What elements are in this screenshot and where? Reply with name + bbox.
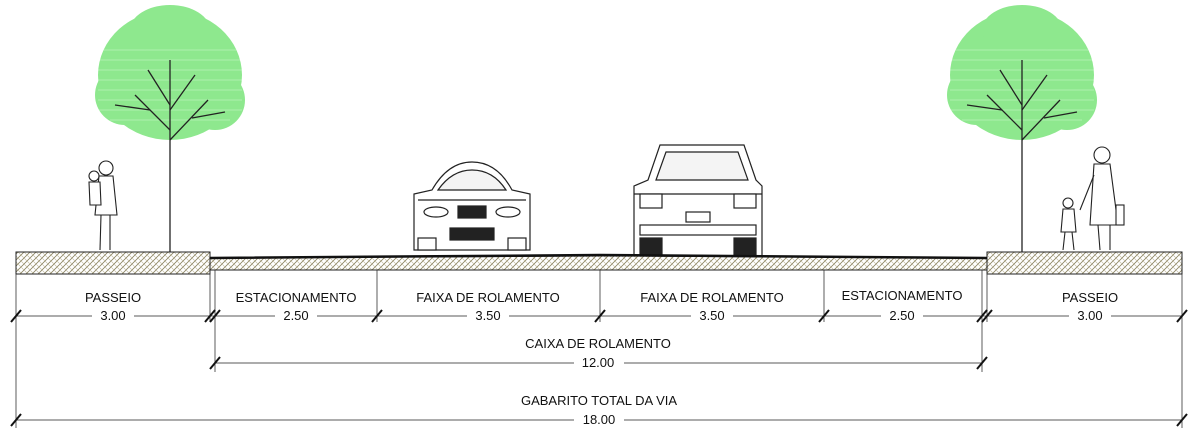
section-label-passeio-right: PASSEIO [1062,290,1118,305]
dimension-row-sections [10,308,1188,323]
section-value-passeio-left: 3.00 [100,308,125,323]
carriageway-value: 12.00 [582,355,615,370]
section-label-estacionamento-right: ESTACIONAMENTO [842,288,963,303]
section-value-estacionamento-left: 2.50 [283,308,308,323]
ground-profile [15,251,1183,275]
section-value-estacionamento-right: 2.50 [889,308,914,323]
section-value-passeio-right: 3.00 [1077,308,1102,323]
tree-right-icon [947,5,1097,252]
tree-left-icon [95,5,245,252]
section-value-faixa-right: 3.50 [699,308,724,323]
carriageway-label: CAIXA DE ROLAMENTO [525,336,671,351]
section-label-estacionamento-left: ESTACIONAMENTO [236,290,357,305]
suv-rear-icon [633,144,763,257]
section-label-faixa-left: FAIXA DE ROLAMENTO [416,290,560,305]
car-front-icon [413,161,531,251]
total-width-value: 18.00 [583,412,616,427]
section-label-faixa-right: FAIXA DE ROLAMENTO [640,290,784,305]
pedestrian-with-child-icon [88,160,118,251]
total-width-label: GABARITO TOTAL DA VIA [521,393,677,408]
section-label-passeio-left: PASSEIO [85,290,141,305]
dimension-row-carriageway [209,355,988,370]
section-value-faixa-left: 3.50 [475,308,500,323]
dimension-row-total [10,412,1188,427]
adult-with-child-icon [1060,146,1125,251]
extension-lines [15,270,1183,428]
